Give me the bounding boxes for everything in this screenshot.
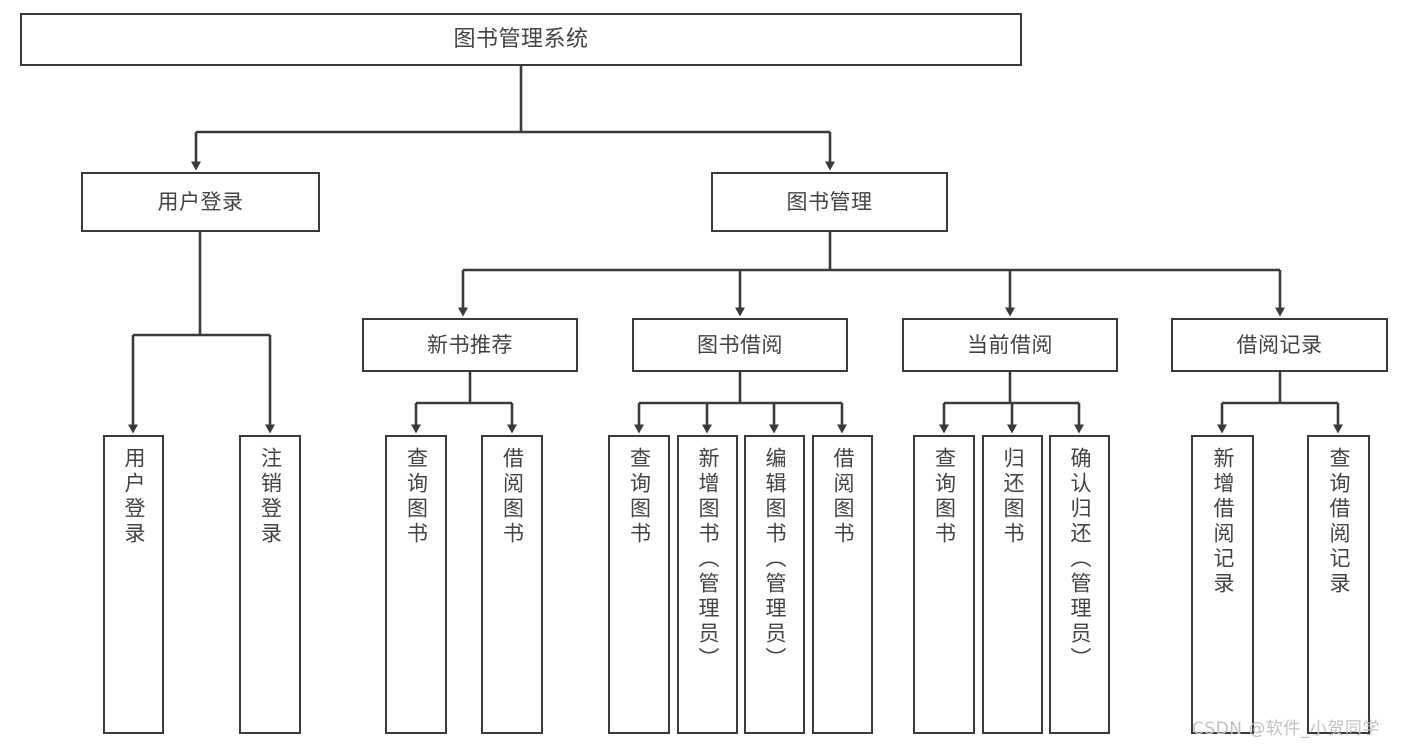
leaf-records-add-record-label: 新增借阅记录: [1210, 447, 1235, 597]
leaf-newbook-query-book[interactable]: 查询图书: [385, 435, 447, 734]
leaf-records-query-record-label: 查询借阅记录: [1326, 447, 1351, 597]
leaf-user-login[interactable]: 用户登录: [103, 435, 164, 734]
node-current-borrow-label: 当前借阅: [967, 332, 1053, 357]
leaf-borrow-add-book-admin[interactable]: 新增图书（管理员）: [677, 435, 738, 734]
leaf-logout-label: 注销登录: [258, 447, 283, 547]
leaf-borrow-borrow-book-label: 借阅图书: [830, 447, 855, 547]
node-book-borrow[interactable]: 图书借阅: [632, 318, 848, 372]
node-book-management[interactable]: 图书管理: [711, 172, 948, 232]
leaf-newbook-query-book-label: 查询图书: [404, 447, 429, 547]
leaf-borrow-query-book-label: 查询图书: [627, 447, 652, 547]
leaf-borrow-borrow-book[interactable]: 借阅图书: [812, 435, 873, 734]
leaf-borrow-edit-book-admin[interactable]: 编辑图书（管理员）: [744, 435, 805, 734]
node-current-borrow[interactable]: 当前借阅: [902, 318, 1118, 372]
node-new-book-recommend-label: 新书推荐: [427, 332, 513, 357]
leaf-user-login-label: 用户登录: [121, 447, 146, 547]
node-new-book-recommend[interactable]: 新书推荐: [362, 318, 578, 372]
leaf-records-add-record[interactable]: 新增借阅记录: [1191, 435, 1254, 734]
leaf-borrow-query-book[interactable]: 查询图书: [608, 435, 670, 734]
leaf-current-return-book[interactable]: 归还图书: [982, 435, 1043, 734]
watermark: CSDN @软件_小贺同学: [1192, 719, 1380, 739]
node-user-login-label: 用户登录: [157, 189, 244, 214]
node-borrow-records[interactable]: 借阅记录: [1171, 318, 1388, 372]
node-book-management-label: 图书管理: [786, 189, 873, 214]
leaf-borrow-edit-book-admin-label: 编辑图书（管理员）: [762, 447, 787, 672]
node-borrow-records-label: 借阅记录: [1236, 332, 1323, 357]
node-book-borrow-label: 图书借阅: [697, 332, 783, 357]
leaf-records-query-record[interactable]: 查询借阅记录: [1307, 435, 1370, 734]
leaf-current-return-book-label: 归还图书: [1000, 447, 1025, 547]
leaf-current-confirm-return-admin-label: 确认归还（管理员）: [1067, 447, 1092, 672]
leaf-current-query-book-label: 查询图书: [932, 447, 957, 547]
leaf-newbook-borrow-book[interactable]: 借阅图书: [481, 435, 543, 734]
node-root-label: 图书管理系统: [453, 26, 589, 52]
leaf-borrow-add-book-admin-label: 新增图书（管理员）: [695, 447, 720, 672]
leaf-current-query-book[interactable]: 查询图书: [913, 435, 975, 734]
node-root[interactable]: 图书管理系统: [20, 13, 1022, 66]
leaf-newbook-borrow-book-label: 借阅图书: [500, 447, 525, 547]
leaf-logout[interactable]: 注销登录: [239, 435, 301, 734]
node-user-login[interactable]: 用户登录: [81, 172, 320, 232]
leaf-current-confirm-return-admin[interactable]: 确认归还（管理员）: [1049, 435, 1110, 734]
